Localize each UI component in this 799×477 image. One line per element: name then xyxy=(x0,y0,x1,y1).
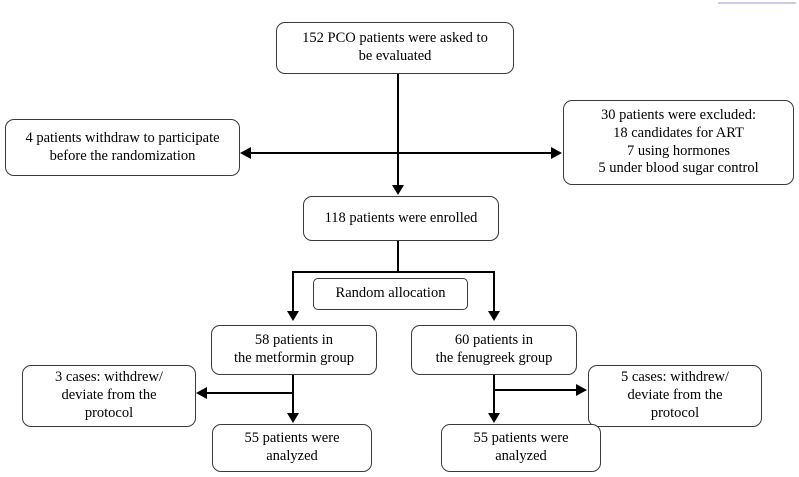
node-metformin-withdrew-label: 3 cases: withdrew/ deviate from the prot… xyxy=(55,369,163,421)
node-metformin-withdrew: 3 cases: withdrew/ deviate from the prot… xyxy=(22,365,196,427)
connector-exclusion-split-arrowhead-left xyxy=(240,147,251,159)
node-fenugreek-analyzed-label: 55 patients were analyzed xyxy=(473,430,569,464)
connector-metformin-to-withdrew-line xyxy=(206,392,294,394)
node-fenugreek-analyzed: 55 patients were analyzed xyxy=(441,424,601,472)
node-metformin-group: 58 patients in the metformin group xyxy=(211,325,377,375)
node-random-allocation: Random allocation xyxy=(313,278,468,310)
node-fenugreek-group-label: 60 patients in the fenugreek group xyxy=(435,332,553,366)
connector-enrolled-to-allocation-line xyxy=(397,241,399,273)
node-fenugreek-withdrew-label: 5 cases: withdrew/ deviate from the prot… xyxy=(621,369,729,421)
connector-fenugreek-to-withdrew-arrowhead xyxy=(576,384,587,396)
node-enrollment-label: 152 PCO patients were asked to be evalua… xyxy=(302,30,488,64)
connector-allocation-split-left-leg xyxy=(292,271,294,313)
node-excluded: 30 patients were excluded: 18 candidates… xyxy=(563,100,794,185)
connector-metformin-to-analyzed-arrowhead xyxy=(287,413,299,423)
node-enrollment: 152 PCO patients were asked to be evalua… xyxy=(276,22,514,74)
connector-allocation-split-right-leg xyxy=(493,271,495,313)
connector-metformin-to-withdrew-arrowhead xyxy=(196,387,207,399)
node-withdraw-before-randomization: 4 patients withdraw to participate befor… xyxy=(5,119,240,176)
header-rule xyxy=(718,2,796,4)
connector-exclusion-split-line xyxy=(249,152,553,154)
node-metformin-analyzed: 55 patients were analyzed xyxy=(212,424,372,472)
connector-allocation-split-bar xyxy=(292,271,495,273)
connector-enrollment-to-enrolled-line xyxy=(397,74,399,187)
node-withdraw-before-randomization-label: 4 patients withdraw to participate befor… xyxy=(25,129,220,164)
connector-fenugreek-to-analyzed-line xyxy=(493,375,495,415)
node-metformin-group-label: 58 patients in the metformin group xyxy=(233,332,354,366)
connector-metformin-to-analyzed-line xyxy=(292,375,294,415)
connector-allocation-split-left-arrowhead xyxy=(287,311,299,321)
node-fenugreek-withdrew: 5 cases: withdrew/ deviate from the prot… xyxy=(588,365,762,427)
connector-exclusion-split-arrowhead-right xyxy=(551,147,562,159)
connector-fenugreek-to-withdrew-line xyxy=(493,389,578,391)
connector-enrollment-to-enrolled-arrowhead xyxy=(392,185,404,195)
connector-allocation-split-right-arrowhead xyxy=(488,311,500,321)
node-excluded-label: 30 patients were excluded: 18 candidates… xyxy=(598,107,759,177)
connector-fenugreek-to-analyzed-arrowhead xyxy=(488,413,500,423)
node-random-allocation-label: Random allocation xyxy=(335,285,446,302)
node-fenugreek-group: 60 patients in the fenugreek group xyxy=(411,325,577,375)
node-enrolled-label: 118 patients were enrolled xyxy=(324,209,478,226)
node-enrolled: 118 patients were enrolled xyxy=(303,196,499,241)
node-metformin-analyzed-label: 55 patients were analyzed xyxy=(244,430,340,464)
